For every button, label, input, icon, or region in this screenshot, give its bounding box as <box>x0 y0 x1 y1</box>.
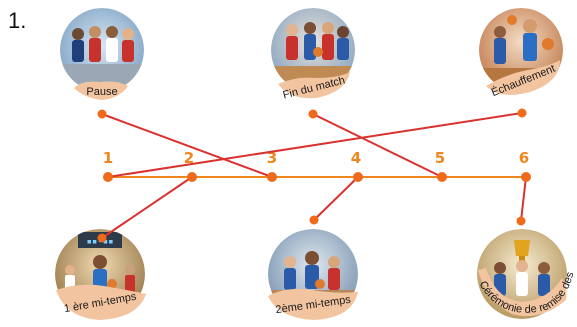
tick-label-1: 1 <box>103 149 113 167</box>
connector-ceremonie-6 <box>520 176 527 222</box>
picture-label-pause: Pause <box>86 86 117 98</box>
dot-echauffement[interactable] <box>517 108 527 118</box>
picture-echauffement[interactable]: Échauffement <box>479 8 563 99</box>
tick-label-2: 2 <box>184 149 194 167</box>
picture-fin-du-match[interactable]: Fin du match <box>271 8 355 102</box>
team-on-bench-picture <box>60 8 144 92</box>
connector-lines <box>101 112 527 239</box>
dot-timeline-2[interactable] <box>187 172 197 182</box>
exercise-number: 1. <box>8 8 27 33</box>
dot-timeline-4[interactable] <box>353 172 363 182</box>
picture-pause[interactable]: Pause <box>60 8 144 100</box>
dot-1ere-mi-temps[interactable] <box>97 233 107 243</box>
connection-dots <box>97 108 531 243</box>
dot-timeline-5[interactable] <box>437 172 447 182</box>
connector-1ere-mi-temps-2 <box>101 176 193 239</box>
dot-2eme-mi-temps[interactable] <box>309 215 319 225</box>
dot-timeline-3[interactable] <box>267 172 277 182</box>
connector-echauffement-1 <box>107 112 523 178</box>
connector-pause-3 <box>101 113 273 178</box>
connector-2eme-mi-temps-4 <box>313 176 359 221</box>
dot-timeline-6[interactable] <box>521 172 531 182</box>
picture-2eme-mi-temps[interactable]: 2ème mi-temps <box>268 229 358 322</box>
dot-pause[interactable] <box>97 109 107 119</box>
tick-label-3: 3 <box>267 149 277 167</box>
dot-ceremonie[interactable] <box>516 216 526 226</box>
connector-fin-5 <box>312 113 443 178</box>
players-after-match-picture <box>271 8 355 92</box>
tick-label-4: 4 <box>351 149 361 167</box>
dot-timeline-1[interactable] <box>103 172 113 182</box>
picture-1ere-mi-temps[interactable]: ▪▪-▪▪ 1 ère mi-temps <box>55 229 146 322</box>
tick-label-6: 6 <box>519 149 529 167</box>
dot-fin-du-match[interactable] <box>308 109 318 119</box>
timeline-tick-numbers: 1 2 3 4 5 6 <box>103 149 529 167</box>
tick-label-5: 5 <box>435 149 445 167</box>
